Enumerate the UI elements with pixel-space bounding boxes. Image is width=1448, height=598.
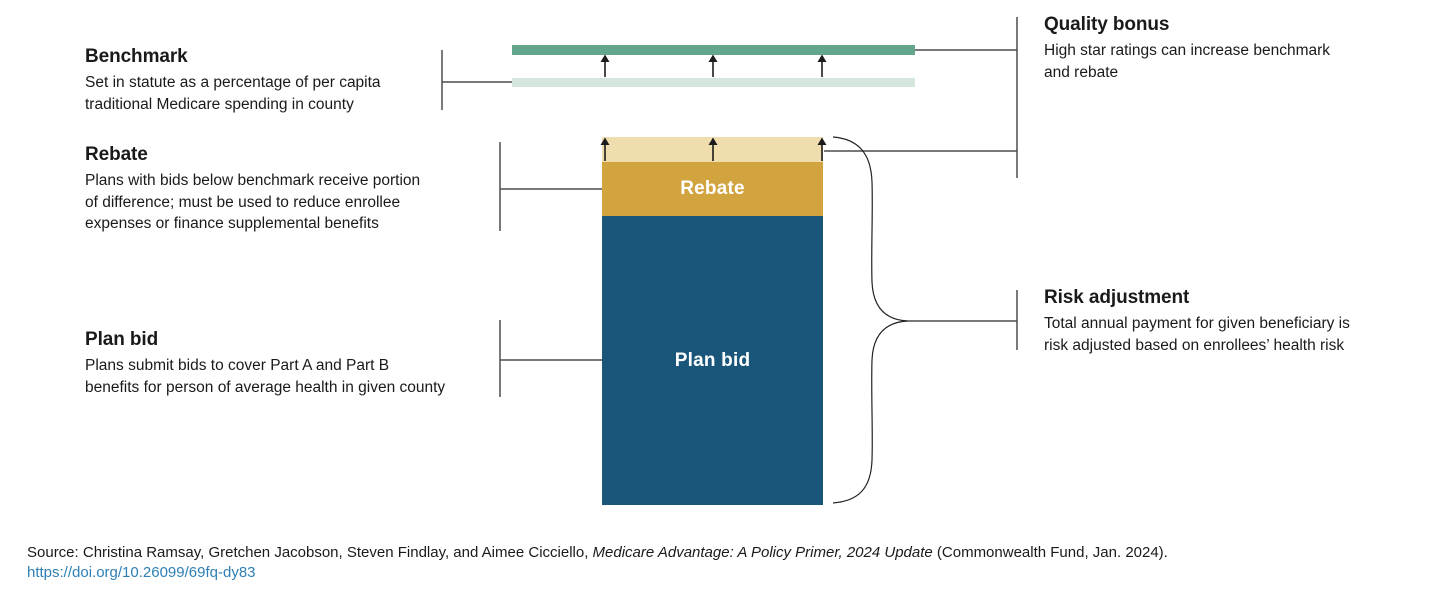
source-citation-suffix: (Commonwealth Fund, Jan. 2024). <box>932 544 1168 561</box>
risk-adjustment-label-block: Risk adjustment Total annual payment for… <box>1044 287 1424 356</box>
doi-link[interactable]: https://doi.org/10.26099/69fq-dy83 <box>27 564 256 581</box>
source-note: Source: Christina Ramsay, Gretchen Jacob… <box>27 543 1168 583</box>
quality-bonus-label-block: Quality bonus High star ratings can incr… <box>1044 14 1414 83</box>
benchmark-base-bar <box>512 78 915 87</box>
plan-bid-title: Plan bid <box>85 329 159 350</box>
benchmark-description: Set in statute as a percentage of per ca… <box>85 74 381 113</box>
rebate-title: Rebate <box>85 144 148 165</box>
risk-adjustment-description: Total annual payment for given beneficia… <box>1044 315 1350 354</box>
quality-bonus-title: Quality bonus <box>1044 14 1170 35</box>
rebate-connector <box>499 142 602 231</box>
benchmark-bar <box>512 45 915 55</box>
plan-bid-bar-label: Plan bid <box>674 349 751 371</box>
benchmark-label-block: Benchmark Set in statute as a percentage… <box>85 46 465 115</box>
up-arrow-icon <box>708 54 718 77</box>
plan-bid-description: Plans submit bids to cover Part A and Pa… <box>85 357 446 396</box>
source-citation: Source: Christina Ramsay, Gretchen Jacob… <box>27 543 1168 563</box>
plan-bid-bar: Plan bid <box>602 216 823 505</box>
rebate-bar-label: Rebate <box>680 178 745 199</box>
plan-bid-label-block: Plan bid Plans submit bids to cover Part… <box>85 329 525 398</box>
risk-adjustment-title: Risk adjustment <box>1044 287 1190 308</box>
quality-bonus-description: High star ratings can increase benchmark… <box>1044 42 1331 81</box>
source-citation-italic-title: Medicare Advantage: A Policy Primer, 202… <box>592 544 933 561</box>
rebate-label-block: Rebate Plans with bids below benchmark r… <box>85 144 485 235</box>
risk-adjustment-connector <box>908 290 1018 350</box>
rebate-bar: Rebate <box>602 162 823 216</box>
risk-adjustment-brace <box>832 136 909 504</box>
up-arrow-icon <box>600 54 610 77</box>
benchmark-title: Benchmark <box>85 46 188 67</box>
up-arrow-icon <box>817 54 827 77</box>
source-citation-prefix: Source: Christina Ramsay, Gretchen Jacob… <box>27 544 593 561</box>
rebate-description: Plans with bids below benchmark receive … <box>85 172 421 232</box>
quality-bonus-strip <box>602 137 823 162</box>
quality-bonus-connector <box>824 17 1018 178</box>
